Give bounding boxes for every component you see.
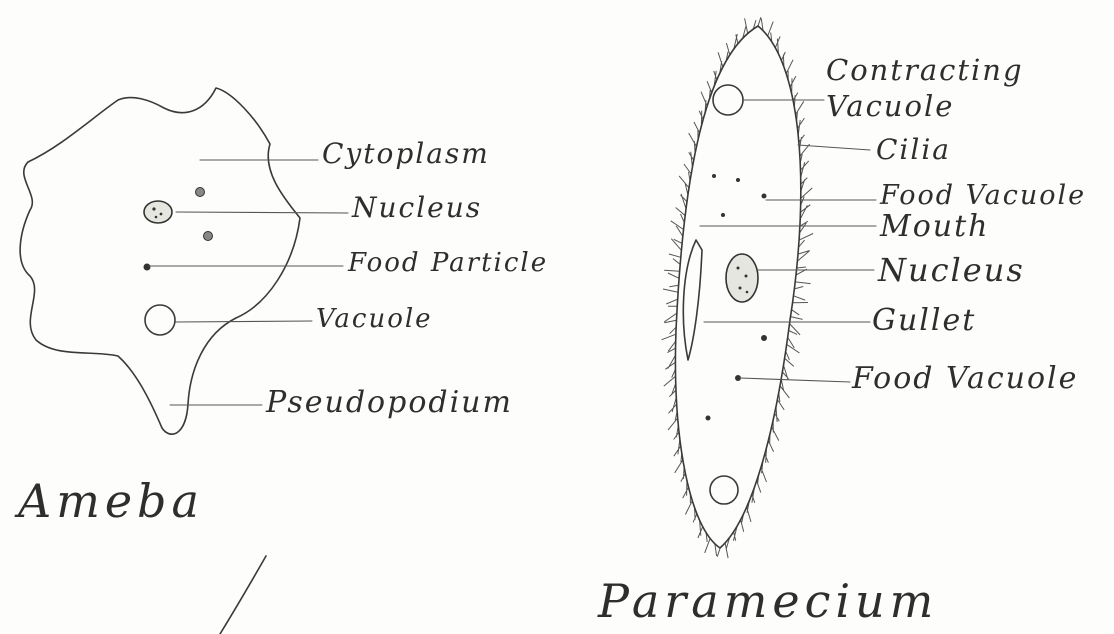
- ameba-outline: [20, 88, 300, 434]
- leader-nucleus: [176, 212, 348, 213]
- ameba-vacuole: [145, 305, 175, 335]
- ameba-drawing: [20, 88, 348, 634]
- ameba-food-particle: [196, 188, 205, 197]
- paramecium-food-vacuole: [761, 335, 767, 341]
- label-food-vacuole-upper: Food Vacuole: [880, 182, 1086, 209]
- ameba-food-particle: [204, 232, 213, 241]
- label-vacuole: Vacuole: [316, 306, 433, 332]
- paramecium-nucleus: [726, 254, 758, 302]
- label-nucleus-ameba: Nucleus: [352, 194, 482, 222]
- label-cytoplasm: Cytoplasm: [322, 140, 490, 168]
- label-food-vacuole-lower: Food Vacuole: [852, 364, 1078, 394]
- contracting-vacuole-bottom: [710, 476, 738, 504]
- label-nucleus-paramecium: Nucleus: [878, 254, 1025, 286]
- leader-cilia: [798, 145, 870, 150]
- label-pseudopodium: Pseudopodium: [266, 388, 513, 418]
- label-food-particle: Food Particle: [348, 250, 548, 276]
- label-gullet: Gullet: [872, 306, 976, 336]
- contracting-vacuole-top: [713, 85, 743, 115]
- paramecium-food-vacuole: [762, 194, 767, 199]
- paramecium-food-vacuole: [721, 213, 725, 217]
- ameba-food-particle: [144, 264, 151, 271]
- leader-vacuole: [176, 321, 312, 322]
- paramecium-oral-groove: [683, 240, 702, 360]
- paramecium-food-vacuole: [712, 174, 716, 178]
- stray-pencil-stroke: [220, 556, 266, 634]
- leader-food-vacuole-lower: [740, 378, 850, 382]
- title-paramecium: Paramecium: [598, 578, 938, 624]
- paramecium-food-vacuole: [706, 416, 711, 421]
- paramecium-food-vacuole: [736, 178, 740, 182]
- label-contracting-vacuole: Contracting Vacuole: [826, 52, 1026, 124]
- ameba-nucleus: [144, 201, 172, 223]
- title-ameba: Ameba: [18, 478, 204, 524]
- label-mouth: Mouth: [880, 212, 989, 242]
- label-cilia: Cilia: [876, 136, 951, 164]
